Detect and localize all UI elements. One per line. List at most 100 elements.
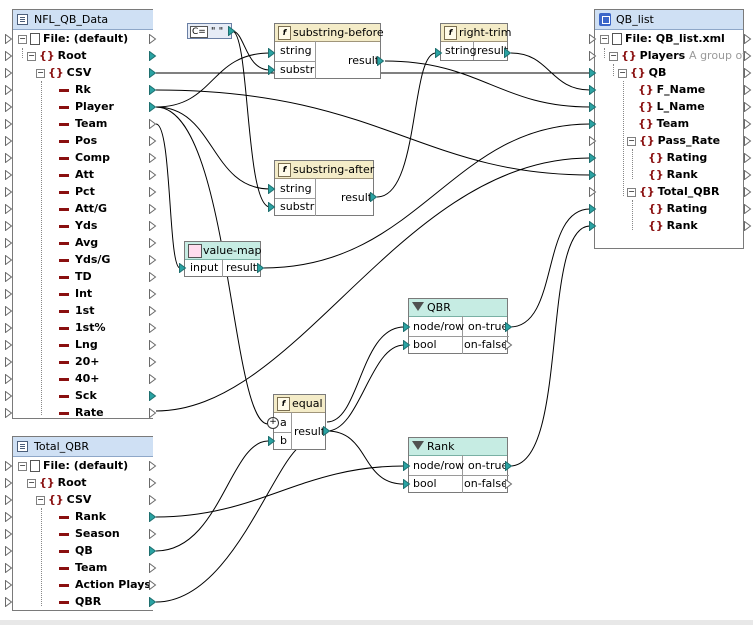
total-output-port[interactable] xyxy=(149,495,157,505)
sb-result-port[interactable]: result xyxy=(348,54,380,67)
total-input-port[interactable] xyxy=(5,512,13,522)
total-field-row[interactable]: Season xyxy=(59,525,120,542)
rt-result-port[interactable]: result xyxy=(477,44,509,57)
nfl-output-port[interactable] xyxy=(149,323,157,333)
nfl-field-row[interactable]: Sck xyxy=(59,387,97,404)
qb-list-titlebar[interactable]: QB_list xyxy=(595,10,743,30)
sb-result-output[interactable] xyxy=(377,56,385,66)
nfl-output-port[interactable] xyxy=(149,85,157,95)
qbr-node-input[interactable] xyxy=(403,322,411,332)
qb-list-output-port[interactable] xyxy=(744,170,752,180)
equal-b-port[interactable]: b xyxy=(280,434,287,447)
nfl-input-port[interactable] xyxy=(5,221,13,231)
qb-list-input-port[interactable] xyxy=(589,102,597,112)
nfl-qb-data-titlebar[interactable]: NFL_QB_Data xyxy=(13,10,153,30)
nfl-input-port[interactable] xyxy=(5,357,13,367)
collapse-icon[interactable]: − xyxy=(27,50,36,61)
total-input-port[interactable] xyxy=(5,495,13,505)
rank-node-row-port[interactable]: node/row xyxy=(413,459,465,472)
qb-list-output-port[interactable] xyxy=(744,51,752,61)
qb-rating-row[interactable]: {}Rating xyxy=(648,151,708,164)
nfl-input-port[interactable] xyxy=(5,34,13,44)
nfl-output-port[interactable] xyxy=(149,272,157,282)
collapse-icon[interactable]: − xyxy=(18,460,27,471)
collapse-icon[interactable]: − xyxy=(36,494,45,505)
nfl-output-port[interactable] xyxy=(149,51,157,61)
rank-on-false-output[interactable] xyxy=(505,479,513,489)
collapse-icon[interactable]: − xyxy=(627,186,636,197)
total-qbr-titlebar[interactable]: Total_QBR xyxy=(13,437,153,457)
qb-list-output-port[interactable] xyxy=(744,68,752,78)
nfl-input-port[interactable] xyxy=(5,85,13,95)
nfl-output-port[interactable] xyxy=(149,102,157,112)
nfl-field-row[interactable]: 1st xyxy=(59,302,94,319)
nfl-field-row[interactable]: TD xyxy=(59,268,92,285)
nfl-input-port[interactable] xyxy=(5,340,13,350)
qbr-filter-header[interactable]: QBR xyxy=(409,299,507,317)
nfl-root-row[interactable]: −{}Root xyxy=(27,49,87,62)
nfl-field-row[interactable]: Pos xyxy=(59,132,97,149)
nfl-input-port[interactable] xyxy=(5,238,13,248)
nfl-output-port[interactable] xyxy=(149,255,157,265)
total-output-port[interactable] xyxy=(149,461,157,471)
nfl-output-port[interactable] xyxy=(149,187,157,197)
rank-on-true-output[interactable] xyxy=(505,461,513,471)
sb-string-input[interactable] xyxy=(268,48,276,58)
qb-list-input-port[interactable] xyxy=(589,136,597,146)
qb-list-input-port[interactable] xyxy=(589,68,597,78)
equal-result-output[interactable] xyxy=(323,426,331,436)
total-output-port[interactable] xyxy=(149,546,157,556)
nfl-output-port[interactable] xyxy=(149,221,157,231)
total-field-row[interactable]: QBR xyxy=(59,593,101,610)
total-output-port[interactable] xyxy=(149,580,157,590)
add-parameter-icon[interactable]: + xyxy=(267,417,279,429)
qbr-bool-port[interactable]: bool xyxy=(413,338,437,351)
nfl-field-row[interactable]: Rate xyxy=(59,404,104,421)
nfl-field-row[interactable]: 40+ xyxy=(59,370,100,387)
total-field-row[interactable]: QB xyxy=(59,542,93,559)
rank-bool-port[interactable]: bool xyxy=(413,477,437,490)
sb-substr-port[interactable]: substr xyxy=(280,63,315,76)
nfl-input-port[interactable] xyxy=(5,391,13,401)
total-input-port[interactable] xyxy=(5,563,13,573)
nfl-field-row[interactable]: Comp xyxy=(59,149,110,166)
nfl-output-port[interactable] xyxy=(149,391,157,401)
nfl-input-port[interactable] xyxy=(5,68,13,78)
qb-lname-row[interactable]: {}L_Name xyxy=(638,100,705,113)
sa-string-input[interactable] xyxy=(268,184,276,194)
collapse-icon[interactable]: − xyxy=(36,67,45,78)
total-field-row[interactable]: Team xyxy=(59,559,107,576)
equal-result-port[interactable]: result xyxy=(294,425,326,438)
total-root-row[interactable]: −{}Root xyxy=(27,476,87,489)
qb-list-input-port[interactable] xyxy=(589,204,597,214)
qb-list-output-port[interactable] xyxy=(744,221,752,231)
nfl-input-port[interactable] xyxy=(5,255,13,265)
nfl-input-port[interactable] xyxy=(5,119,13,129)
qb-file-row[interactable]: −File: QB_list.xml xyxy=(600,32,725,45)
nfl-output-port[interactable] xyxy=(149,170,157,180)
total-output-port[interactable] xyxy=(149,478,157,488)
sa-result-port[interactable]: result xyxy=(341,191,373,204)
qb-qb-row[interactable]: −{}QB xyxy=(618,66,667,79)
vm-result-port[interactable]: result xyxy=(226,261,258,274)
nfl-field-row[interactable]: Att/G xyxy=(59,200,107,217)
total-field-row[interactable]: Action Plays xyxy=(59,576,151,593)
nfl-input-port[interactable] xyxy=(5,153,13,163)
qbr-on-true-port[interactable]: on-true xyxy=(468,320,509,333)
collapse-icon[interactable]: − xyxy=(609,50,618,61)
rank-on-true-port[interactable]: on-true xyxy=(468,459,509,472)
nfl-output-port[interactable] xyxy=(149,204,157,214)
nfl-input-port[interactable] xyxy=(5,51,13,61)
sa-substr-input[interactable] xyxy=(268,202,276,212)
collapse-icon[interactable]: − xyxy=(627,135,636,146)
nfl-field-row[interactable]: Team xyxy=(59,115,107,132)
rt-string-input[interactable] xyxy=(435,48,443,58)
nfl-input-port[interactable] xyxy=(5,187,13,197)
rank-bool-input[interactable] xyxy=(403,479,411,489)
qb-rating2-row[interactable]: {}Rating xyxy=(648,202,708,215)
